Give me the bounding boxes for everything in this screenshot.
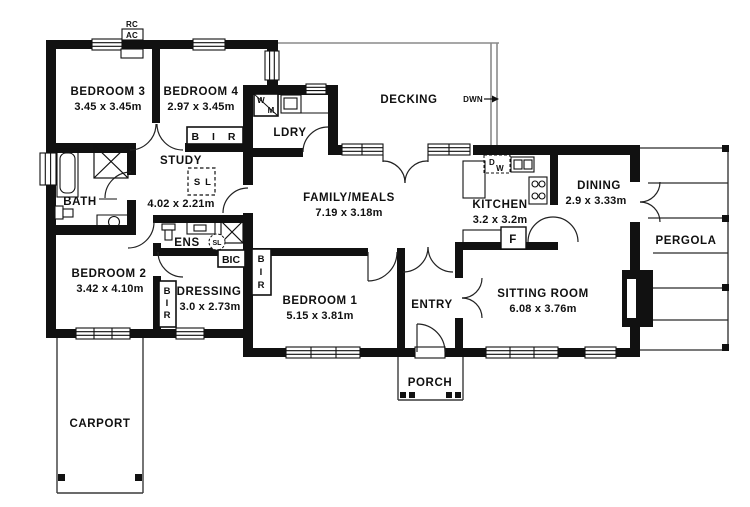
- bath-shower: [93, 144, 129, 179]
- room-label-porch: PORCH: [408, 377, 453, 389]
- porch-posts: [400, 392, 461, 398]
- label-wm-m: M: [268, 106, 275, 115]
- label-sl-l: L: [205, 177, 211, 188]
- carport-posts: [58, 474, 142, 481]
- room-label-carport: CARPORT: [69, 418, 130, 430]
- pergola-posts: [722, 145, 729, 351]
- room-dims-family: 7.19 x 3.18m: [315, 207, 382, 219]
- label-sl-s: S: [194, 177, 200, 188]
- label-dw-w: W: [496, 164, 504, 173]
- fridge: [500, 226, 527, 250]
- room-label-entry: ENTRY: [411, 299, 453, 311]
- dishwasher: [483, 154, 511, 174]
- room-label-bath: BATH: [63, 196, 97, 208]
- room-label-dressing: DRESSING: [177, 286, 242, 298]
- label-rc: RC: [126, 20, 138, 29]
- label-bir-bed1-b: B: [258, 254, 265, 265]
- stove: [528, 176, 548, 205]
- bath-vanity: [96, 214, 130, 229]
- bir-dressing: [158, 280, 177, 328]
- room-dims-bedroom1: 5.15 x 3.81m: [286, 310, 353, 322]
- label-wm-w: W: [257, 96, 265, 105]
- room-dims-dressing: 3.0 x 2.73m: [180, 301, 241, 313]
- room-label-dining: DINING: [577, 180, 621, 192]
- room-label-sitting: SITTING ROOM: [497, 288, 589, 300]
- room-dims-bedroom2: 3.42 x 4.10m: [76, 283, 143, 295]
- ens-shower: [220, 220, 244, 244]
- front-door-threshold: [414, 346, 446, 359]
- label-fridge: F: [509, 234, 517, 246]
- room-label-study: STUDY: [160, 155, 202, 167]
- room-label-pergola: PERGOLA: [655, 235, 716, 247]
- bir-bedroom4: [186, 126, 244, 145]
- room-dims-study: 4.02 x 2.21m: [147, 198, 214, 210]
- room-label-bedroom3: BEDROOM 3: [70, 86, 145, 98]
- label-dwn: DWN: [463, 95, 483, 104]
- room-dims-bedroom4: 2.97 x 3.45m: [167, 101, 234, 113]
- label-bir-dressing-b: B: [164, 286, 171, 297]
- label-bir-bed1-i: I: [260, 267, 263, 278]
- label-bir-dressing-i: I: [166, 298, 169, 309]
- label-dw-d: D: [489, 158, 495, 167]
- label-sl-circle: SL: [213, 240, 223, 247]
- ens-skylight: [208, 233, 226, 251]
- room-label-bedroom4: BEDROOM 4: [163, 86, 238, 98]
- bath-toilet: [54, 205, 74, 220]
- pergola-outline: [640, 147, 729, 351]
- label-bic: BIC: [222, 254, 241, 266]
- room-label-family: FAMILY/MEALS: [303, 192, 395, 204]
- laundry-trough: [280, 94, 302, 114]
- room-label-kitchen: KITCHEN: [472, 199, 527, 211]
- label-bir-bed4: B I R: [192, 131, 241, 143]
- washing-machine: [253, 93, 279, 117]
- ens-vanity: [186, 220, 216, 235]
- decking-outline: [274, 42, 499, 150]
- room-label-bedroom2: BEDROOM 2: [71, 268, 146, 280]
- room-dims-bedroom3: 3.45 x 3.45m: [74, 101, 141, 113]
- kitchen-bench: [462, 160, 486, 199]
- label-ac: AC: [126, 31, 138, 40]
- study-skylight: [187, 167, 216, 196]
- room-dims-kitchen: 3.2 x 3.2m: [473, 214, 528, 226]
- room-dims-dining: 2.9 x 3.33m: [566, 195, 627, 207]
- room-label-laundry: LDRY: [273, 127, 306, 139]
- bathtub: [56, 148, 79, 198]
- decking-down-arrow: [484, 95, 499, 103]
- ac-unit: [120, 28, 144, 59]
- kitchen-sink: [510, 156, 535, 173]
- bic-box: [217, 249, 246, 268]
- windows: [39, 38, 617, 359]
- room-dims-sitting: 6.08 x 3.76m: [509, 303, 576, 315]
- room-label-bedroom1: BEDROOM 1: [282, 295, 357, 307]
- ens-toilet: [161, 223, 176, 241]
- doors: [104, 123, 661, 353]
- label-bir-dressing-r: R: [164, 310, 171, 321]
- bir-bedroom1: [251, 248, 272, 296]
- room-label-ens: ENS: [174, 237, 199, 249]
- label-bir-bed1-r: R: [258, 280, 265, 291]
- porch-outline: [397, 357, 464, 401]
- carport-outline: [56, 332, 144, 494]
- room-label-decking: DECKING: [380, 94, 437, 106]
- fireplace: [622, 270, 653, 327]
